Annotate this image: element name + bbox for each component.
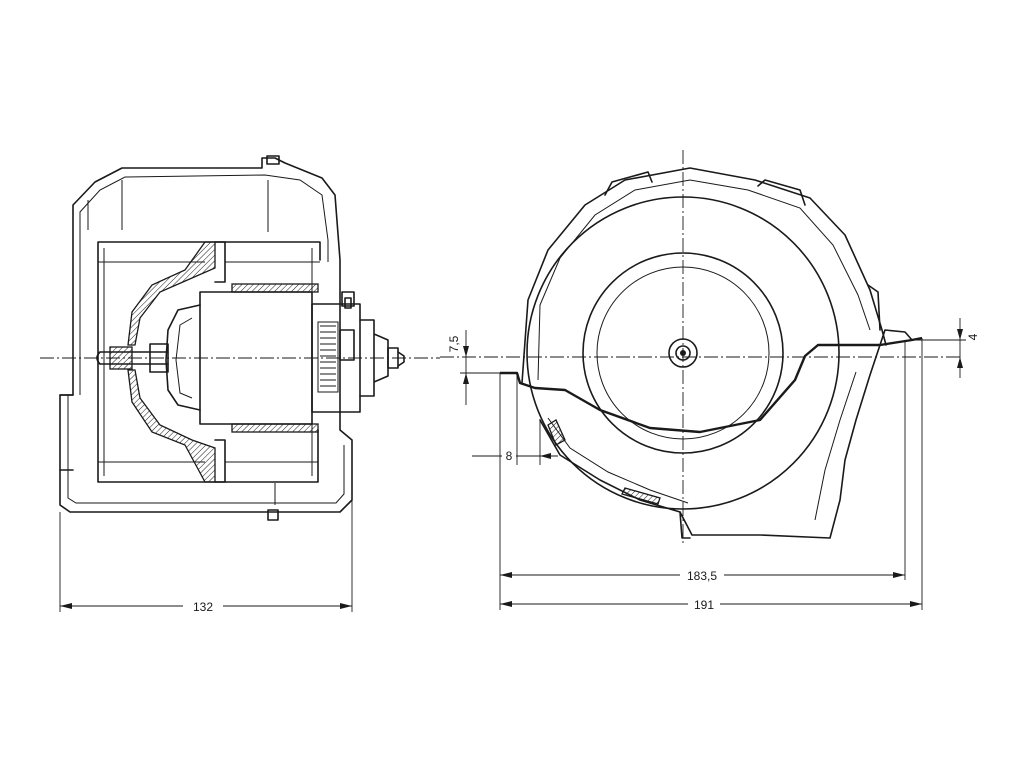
dimension-label-132: 132 xyxy=(193,600,213,614)
scroll-housing xyxy=(521,167,887,384)
housing-outline xyxy=(59,157,353,513)
dimension-132: 132 xyxy=(59,500,353,614)
top-tab xyxy=(266,155,280,165)
side-section-view xyxy=(40,155,440,521)
dimension-label-8: 8 xyxy=(506,449,513,463)
front-view xyxy=(440,150,960,545)
dimension-7-5: 7,5 xyxy=(447,330,502,405)
dimension-8: 8 xyxy=(472,373,558,465)
dimension-label-191: 191 xyxy=(694,598,714,612)
housing-tab xyxy=(604,171,653,196)
mounting-flange xyxy=(500,336,923,434)
terminal xyxy=(341,291,355,307)
outlet-flange xyxy=(59,394,74,471)
dimension-183-5: 183,5 xyxy=(499,340,906,610)
dimension-4: 4 xyxy=(912,318,980,378)
outlet-scroll xyxy=(539,344,881,539)
bearing-cap xyxy=(165,304,201,411)
bottom-tab xyxy=(267,509,279,521)
hub-shell xyxy=(127,241,216,346)
dimension-label-4: 4 xyxy=(966,333,980,340)
dimension-label-7-5: 7,5 xyxy=(447,335,461,352)
housing-inner-wall xyxy=(79,174,329,395)
dimension-191: 191 xyxy=(500,338,923,612)
dimension-label-183-5: 183,5 xyxy=(687,569,717,583)
